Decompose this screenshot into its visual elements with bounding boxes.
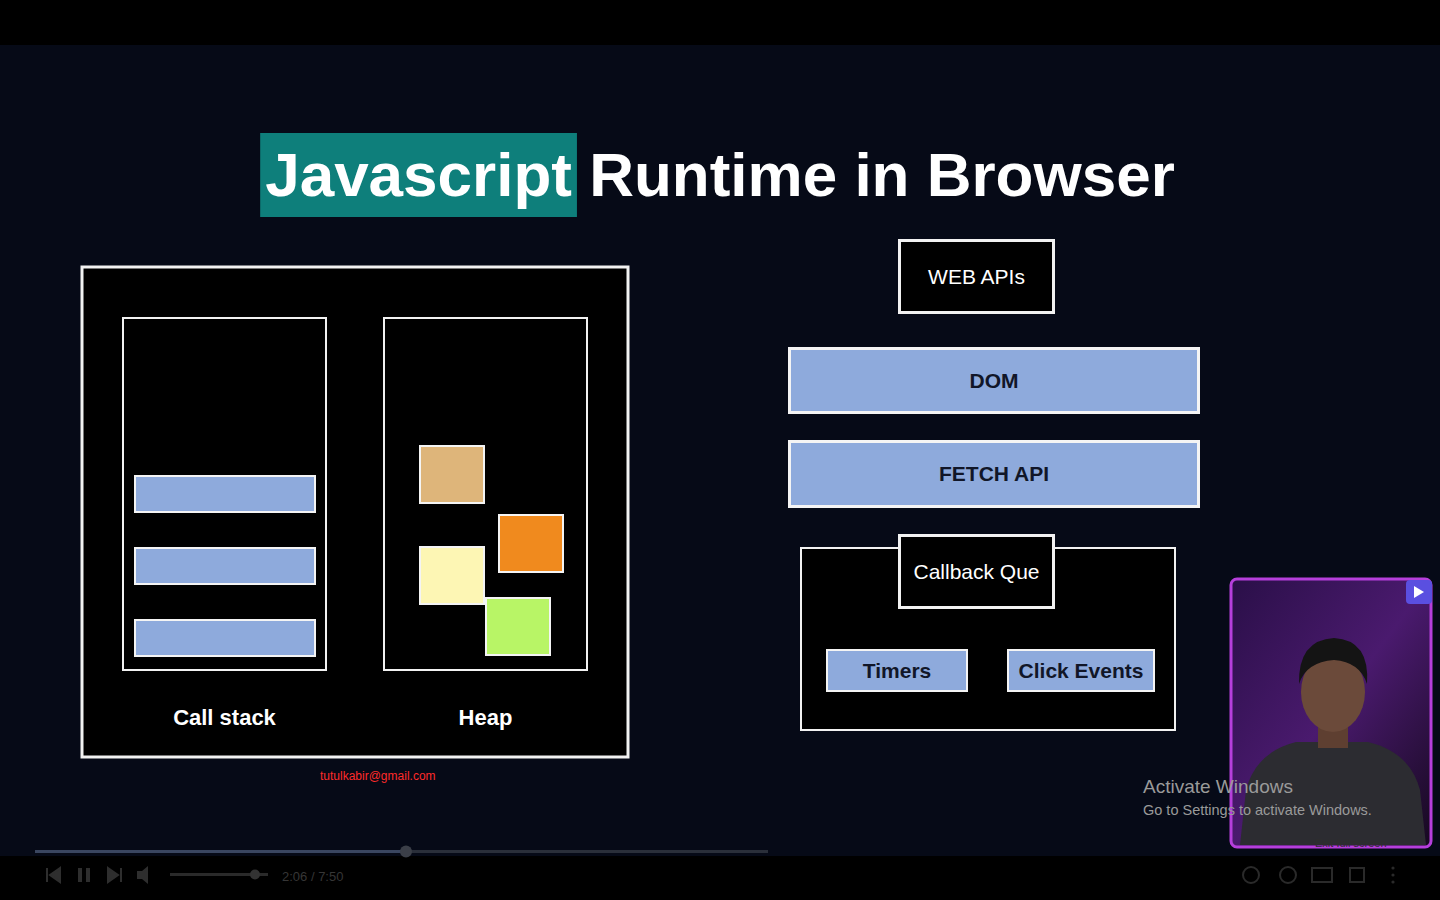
next-icon — [108, 868, 121, 882]
queue-item: Click Events — [1007, 649, 1156, 692]
callback-queue-box: Callback QueTimers Click Events — [800, 547, 1176, 731]
video-controls — [35, 846, 1395, 885]
volume-icon — [137, 866, 148, 884]
watermark-note: Go to Settings to activate Windows. — [1143, 802, 1372, 818]
theater-icon — [1312, 868, 1332, 882]
api-band: DOM — [788, 347, 1200, 414]
video-time-holder: 2:06 / 7:50 — [282, 867, 343, 885]
prev-icon — [47, 868, 60, 882]
pause-icon — [86, 868, 90, 882]
volume-knob — [250, 870, 260, 880]
box-label: FETCH API — [939, 462, 1049, 486]
person-hair — [1299, 638, 1367, 684]
heap-objects — [420, 446, 563, 655]
heap-object — [499, 515, 563, 572]
stack-frame — [135, 548, 315, 584]
video-time: 2:06 / 7:50 — [282, 869, 343, 884]
player-hint: Exit full screen — [1315, 837, 1387, 849]
author-email-holder: tutulkabir@gmail.com — [320, 766, 436, 784]
heap-object — [420, 446, 484, 503]
watermark-heading: Activate Windows — [1143, 776, 1293, 798]
progress-knob — [400, 846, 412, 858]
heap-object — [420, 547, 484, 604]
box-label: DOM — [970, 369, 1019, 393]
stack-frame — [135, 620, 315, 656]
heap-object — [486, 598, 550, 655]
top-bar — [0, 0, 1440, 45]
slide-title: Javascript Runtime in Browser — [265, 133, 1175, 217]
webcam-icon — [1406, 580, 1432, 604]
fullscreen-icon — [1350, 868, 1364, 882]
call-stack-box: Call stack — [122, 317, 327, 671]
menu-dot — [1391, 873, 1394, 876]
pause-icon — [78, 868, 82, 882]
webcam-icon-glyph — [1414, 586, 1424, 598]
slide-title-row: Javascript Runtime in Browser — [0, 133, 1440, 217]
box-label: Timers — [863, 659, 932, 683]
box-heading: Call stack — [124, 705, 325, 731]
watermark-heading-holder: Activate Windows — [1143, 776, 1293, 798]
box-label: Click Events — [1019, 659, 1144, 683]
runtime-engine-box — [82, 267, 628, 757]
control-bar — [0, 856, 1440, 900]
stack-frames — [135, 476, 315, 656]
api-band: FETCH API — [788, 440, 1200, 508]
rewind-icon — [1243, 867, 1259, 883]
author-email: tutulkabir@gmail.com — [320, 769, 436, 783]
heap-box: Heap — [383, 317, 588, 671]
web-apis-box: WEB APIs — [898, 239, 1055, 314]
box-label: WEB APIs — [928, 265, 1025, 289]
queue-tag: Callback Que — [898, 534, 1055, 609]
box-heading: Heap — [385, 705, 586, 731]
stack-frame — [135, 476, 315, 512]
player-hint-holder: Exit full screen — [1315, 833, 1387, 851]
menu-dot — [1391, 866, 1394, 869]
menu-dot — [1391, 880, 1394, 883]
box-label: Callback Que — [913, 560, 1039, 584]
watermark-note-holder: Go to Settings to activate Windows. — [1143, 801, 1372, 819]
progress-played — [35, 850, 405, 853]
forward-icon — [1280, 867, 1296, 883]
queue-item: Timers — [826, 649, 968, 692]
